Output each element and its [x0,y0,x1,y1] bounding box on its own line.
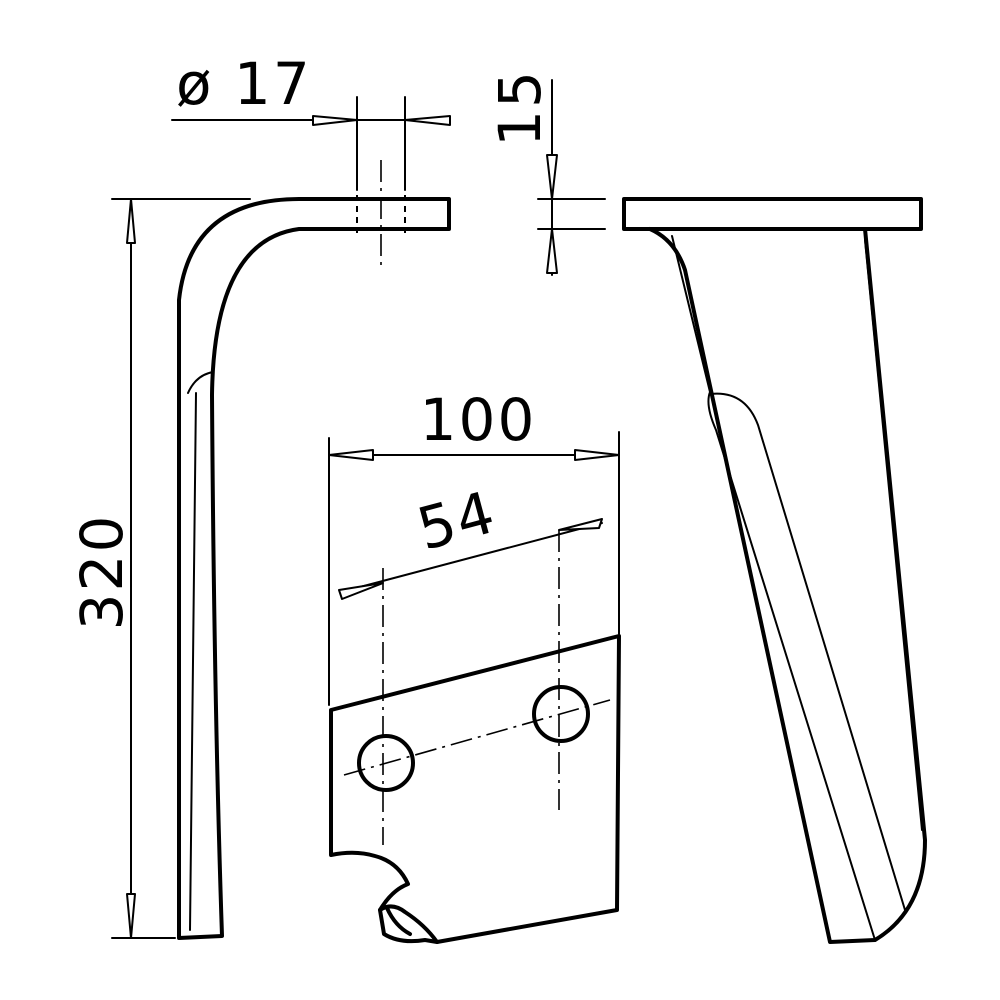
front-view [329,530,621,944]
front-view-edge-detail [378,906,439,944]
width-dimension: 100 [328,386,620,706]
rear-view-back-line [864,239,923,831]
diameter-label: ø 17 [176,50,312,118]
mounting-hole-left [357,734,415,792]
side-view-outline [177,197,451,940]
thickness-arrow-top [546,154,558,200]
rear-view [622,197,927,944]
height-arrow-bottom [126,893,136,939]
height-arrow-top [126,198,136,244]
rear-view-inner-line [671,235,876,941]
rear-view-mounting-plate [622,197,923,231]
height-dimension: 320 [68,198,251,939]
rear-view-bevel [709,392,906,911]
hole-spacing-dimension: 54 [338,478,603,600]
thickness-arrow-bottom [546,228,558,274]
diameter-arrow-left [312,115,358,126]
height-label: 320 [68,514,136,631]
width-label: 100 [420,386,537,454]
front-view-outline [329,634,621,944]
spacing-arrow-left [338,582,384,600]
thickness-label: 15 [486,69,554,147]
thickness-dimension: 15 [486,69,606,276]
side-view-inner-edge [187,371,214,931]
width-arrow-left [328,449,374,461]
side-view [177,160,451,940]
width-arrow-right [574,449,620,461]
diameter-dimension: ø 17 [171,50,451,191]
spacing-arrow-right [558,518,603,531]
mounting-hole-right [532,685,590,743]
holes-centerline [343,699,611,776]
diameter-arrow-right [404,115,451,126]
spacing-label: 54 [410,478,503,564]
rear-view-blade-outline [648,227,927,944]
